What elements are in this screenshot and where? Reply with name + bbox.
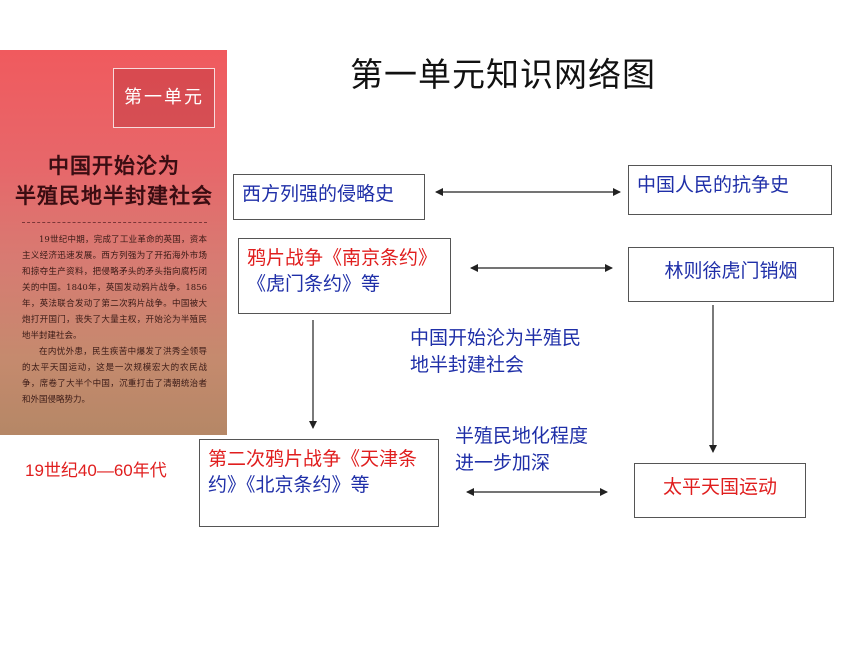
- taiping-box: 太平天国运动: [634, 463, 806, 518]
- deepen-line2: 进一步加深: [455, 452, 551, 474]
- cover-body-text: 19世纪中期，完成了工业革命的英国，资本主义经济迅速发展。西方列强为了开拓海外市…: [22, 232, 207, 408]
- second-opium-war-box: 第二次鸦片战争《天津条 约》《北京条约》等: [199, 439, 439, 527]
- second-war-line2: 约》《北京条约》等: [208, 474, 370, 496]
- cover-unit-tag: 第一单元: [113, 68, 215, 128]
- era-label: 19世纪40—60年代: [25, 461, 167, 480]
- opium-war-line1: 鸦片战争《南京条约》: [247, 247, 438, 269]
- cover-title-line1: 中国开始沦为: [48, 153, 180, 178]
- semi-colonial-line1: 中国开始沦为半殖民: [410, 327, 582, 349]
- cover-divider: [22, 222, 207, 223]
- taiping-label: 太平天国运动: [662, 476, 777, 498]
- cover-paragraph-2: 在内忧外患，民生疾苦中爆发了洪秀全领导的太平天国运动，这是一次规模宏大的农民战争…: [22, 347, 207, 405]
- china-struggle-box: 中国人民的抗争史: [628, 165, 832, 215]
- book-cover: 第一单元 中国开始沦为 半殖民地半封建社会 19世纪中期，完成了工业革命的英国，…: [0, 50, 227, 435]
- opium-war-box: 鸦片战争《南京条约》 《虎门条约》等: [238, 238, 451, 314]
- semi-colonial-note: 中国开始沦为半殖民 地半封建社会: [410, 325, 581, 379]
- second-war-line1: 第二次鸦片战争《天津条: [208, 448, 418, 470]
- china-struggle-label: 中国人民的抗争史: [637, 174, 790, 196]
- semi-colonial-line2: 地半封建社会: [410, 354, 525, 376]
- west-aggression-box: 西方列强的侵略史: [233, 174, 425, 220]
- cover-title-line2: 半殖民地半封建社会: [15, 183, 213, 208]
- page-title: 第一单元知识网络图: [350, 55, 656, 94]
- cover-paragraph-1: 19世纪中期，完成了工业革命的英国，资本主义经济迅速发展。西方列强为了开拓海外市…: [22, 235, 207, 341]
- deepen-note: 半殖民地化程度 进一步加深: [455, 423, 588, 477]
- lin-zexu-label: 林则徐虎门销烟: [664, 260, 798, 282]
- west-aggression-label: 西方列强的侵略史: [242, 183, 395, 205]
- lin-zexu-box: 林则徐虎门销烟: [628, 247, 834, 302]
- deepen-line1: 半殖民地化程度: [455, 425, 589, 447]
- opium-war-line2: 《虎门条约》等: [247, 273, 381, 295]
